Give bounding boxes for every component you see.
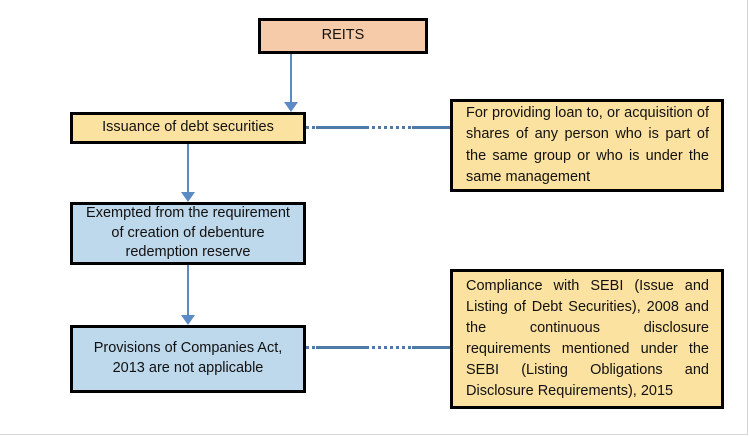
note-compliance-text: Compliance with SEBI (Issue and Listing … xyxy=(466,277,709,400)
connector-segment xyxy=(316,126,368,129)
note-loan-acquisition: For providing loan to, or acquisition of… xyxy=(450,99,724,192)
node-issuance-of-debt-securities[interactable]: Issuance of debt securities xyxy=(70,112,306,144)
node-issuance-label: Issuance of debt securities xyxy=(102,119,274,136)
node-reits[interactable]: REITS xyxy=(258,18,428,54)
connector-issuance-to-loan-note xyxy=(306,126,450,129)
arrow-shaft xyxy=(290,54,292,102)
arrow-head xyxy=(181,315,195,325)
connector-segment xyxy=(412,126,450,129)
arrow-shaft xyxy=(187,144,189,192)
connector-provisions-to-compliance-note xyxy=(306,346,450,349)
arrow-exempted-to-provisions xyxy=(181,265,195,325)
arrow-issuance-to-exempted xyxy=(181,144,195,202)
node-exempted-label: Exempted from the requirement of creatio… xyxy=(86,205,290,261)
node-provisions-not-applicable[interactable]: Provisions of Companies Act, 2013 are no… xyxy=(70,325,306,393)
node-reits-label: REITS xyxy=(321,27,365,44)
note-loan-text: For providing loan to, or acquisition of… xyxy=(466,105,709,185)
note-sebi-compliance: Compliance with SEBI (Issue and Listing … xyxy=(450,269,724,409)
connector-segment xyxy=(412,346,450,349)
arrow-reits-to-issuance xyxy=(284,54,298,112)
node-provisions-label: Provisions of Companies Act, 2013 are no… xyxy=(93,340,283,376)
node-exempted-from-drr[interactable]: Exempted from the requirement of creatio… xyxy=(70,202,306,265)
arrow-head xyxy=(181,192,195,202)
connector-segment xyxy=(316,346,368,349)
arrow-shaft xyxy=(187,265,189,315)
arrow-head xyxy=(284,102,298,112)
